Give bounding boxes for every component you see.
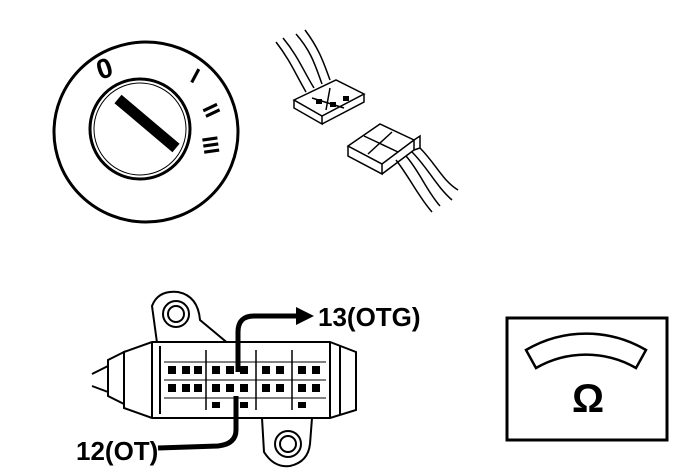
terminal-label-12: 12(OT) bbox=[76, 436, 158, 466]
position-label-3: III bbox=[197, 134, 224, 156]
ohm-symbol: Ω bbox=[572, 377, 604, 421]
test-lead-12 bbox=[157, 396, 239, 451]
wire-connector-icon bbox=[275, 29, 459, 213]
harness-connector-female bbox=[346, 123, 421, 176]
switch-connector-body bbox=[91, 290, 357, 468]
connector-terminals bbox=[168, 366, 320, 408]
ohmmeter-icon bbox=[505, 316, 669, 442]
harness-connector-male bbox=[292, 79, 366, 126]
ignition-key-switch-icon bbox=[52, 40, 240, 224]
key-slot bbox=[114, 94, 180, 153]
test-lead-13 bbox=[235, 307, 314, 372]
ohmmeter-scale-arc bbox=[524, 332, 648, 370]
terminal-label-13: 13(OTG) bbox=[318, 302, 421, 332]
